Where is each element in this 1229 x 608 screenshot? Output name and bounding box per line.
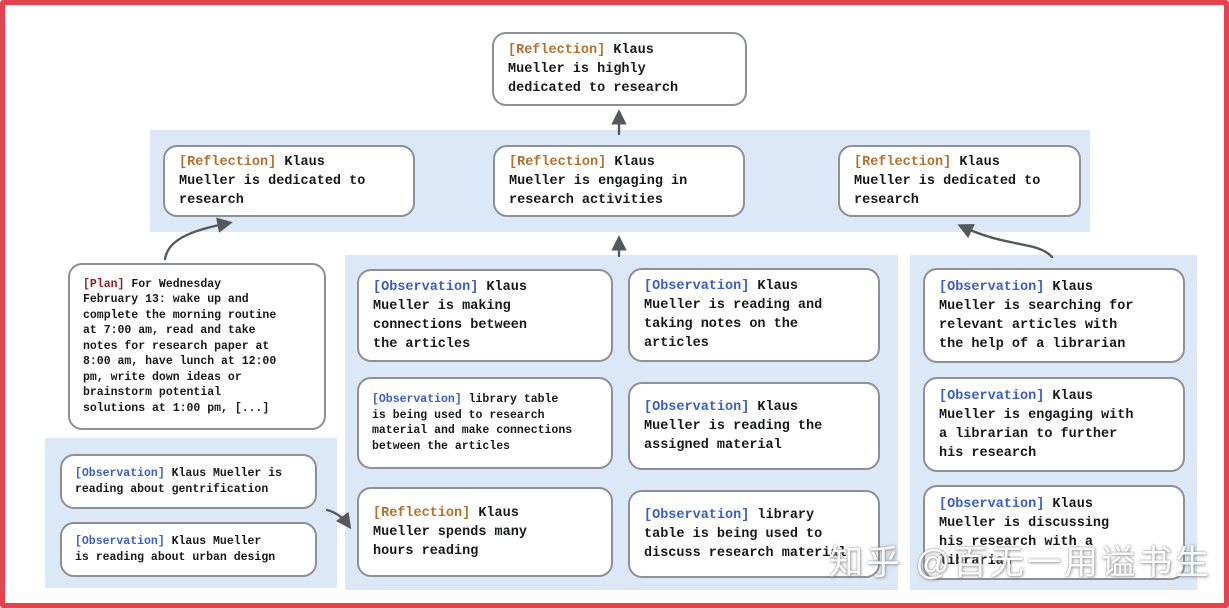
node-text: Klaus Mueller is engaging with a librari… [939, 388, 1134, 461]
reflection-tag: [Reflection] [179, 154, 277, 170]
plan-tag: [Plan] [83, 277, 125, 291]
node-text: Klaus Mueller spends many hours reading [373, 505, 527, 559]
reflection-tag: [Reflection] [854, 154, 952, 170]
node-reflection-middle: [Reflection] Klaus Mueller is engaging i… [493, 145, 745, 217]
observation-tag: [Observation] [939, 279, 1045, 295]
node-observation-discussing-research: [Observation] Klaus Mueller is discussin… [923, 485, 1185, 580]
node-observation-assigned-material: [Observation] Klaus Mueller is reading t… [628, 382, 880, 470]
node-text: library table is being used to discuss r… [644, 507, 847, 561]
node-text: Klaus Mueller is dedicated to research [854, 154, 1041, 208]
observation-tag: [Observation] [372, 393, 462, 406]
node-text: Klaus Mueller is engaging in research ac… [509, 154, 688, 208]
node-observation-urban-design: [Observation] Klaus Mueller is reading a… [60, 522, 317, 577]
node-text: Klaus Mueller is reading about gentrific… [75, 467, 283, 496]
node-observation-searching-articles: [Observation] Klaus Mueller is searching… [923, 268, 1185, 363]
observation-tag: [Observation] [644, 399, 750, 415]
node-text: library table is being used to research … [372, 393, 573, 453]
node-observation-engaging-librarian: [Observation] Klaus Mueller is engaging … [923, 377, 1185, 472]
reflection-tag: [Reflection] [373, 505, 471, 521]
node-observation-taking-notes: [Observation] Klaus Mueller is reading a… [628, 268, 880, 362]
reflection-tag: [Reflection] [509, 154, 607, 170]
node-text: Klaus Mueller is reading and taking note… [644, 279, 823, 351]
observation-tag: [Observation] [644, 507, 750, 523]
observation-tag: [Observation] [373, 279, 479, 295]
observation-tag: [Observation] [75, 467, 165, 480]
node-text: Klaus Mueller is searching for relevant … [939, 279, 1134, 352]
node-observation-gentrification: [Observation] Klaus Mueller is reading a… [60, 454, 317, 509]
node-text: Klaus Mueller is discussing his research… [939, 496, 1110, 569]
node-text: Klaus Mueller is reading about urban des… [75, 535, 276, 564]
zhihu-watermark: 知乎 @百无一用谥书生 [829, 544, 1212, 582]
node-reflection-right: [Reflection] Klaus Mueller is dedicated … [838, 145, 1081, 217]
node-text: For Wednesday February 13: wake up and c… [83, 277, 277, 415]
node-text: Klaus Mueller is highly dedicated to res… [508, 42, 679, 96]
node-reflection-left: [Reflection] Klaus Mueller is dedicated … [163, 145, 415, 217]
observation-tag: [Observation] [939, 388, 1045, 404]
node-reflection-hours-reading: [Reflection] Klaus Mueller spends many h… [357, 487, 613, 577]
observation-tag: [Observation] [75, 535, 165, 548]
node-text: Klaus Mueller is dedicated to research [179, 154, 366, 208]
reflection-tag: [Reflection] [508, 42, 606, 58]
observation-tag: [Observation] [644, 279, 750, 294]
observation-tag: [Observation] [939, 496, 1045, 512]
node-plan: [Plan] For Wednesday February 13: wake u… [68, 263, 326, 430]
node-text: Klaus Mueller is making connections betw… [373, 279, 527, 352]
node-observation-library-table-research: [Observation] library table is being use… [357, 377, 613, 469]
node-reflection-root: [Reflection] Klaus Mueller is highly ded… [492, 32, 747, 106]
node-text: Klaus Mueller is reading the assigned ma… [644, 399, 823, 453]
node-observation-making-connections: [Observation] Klaus Mueller is making co… [357, 269, 613, 362]
node-observation-library-table-discuss: [Observation] library table is being use… [628, 490, 880, 578]
